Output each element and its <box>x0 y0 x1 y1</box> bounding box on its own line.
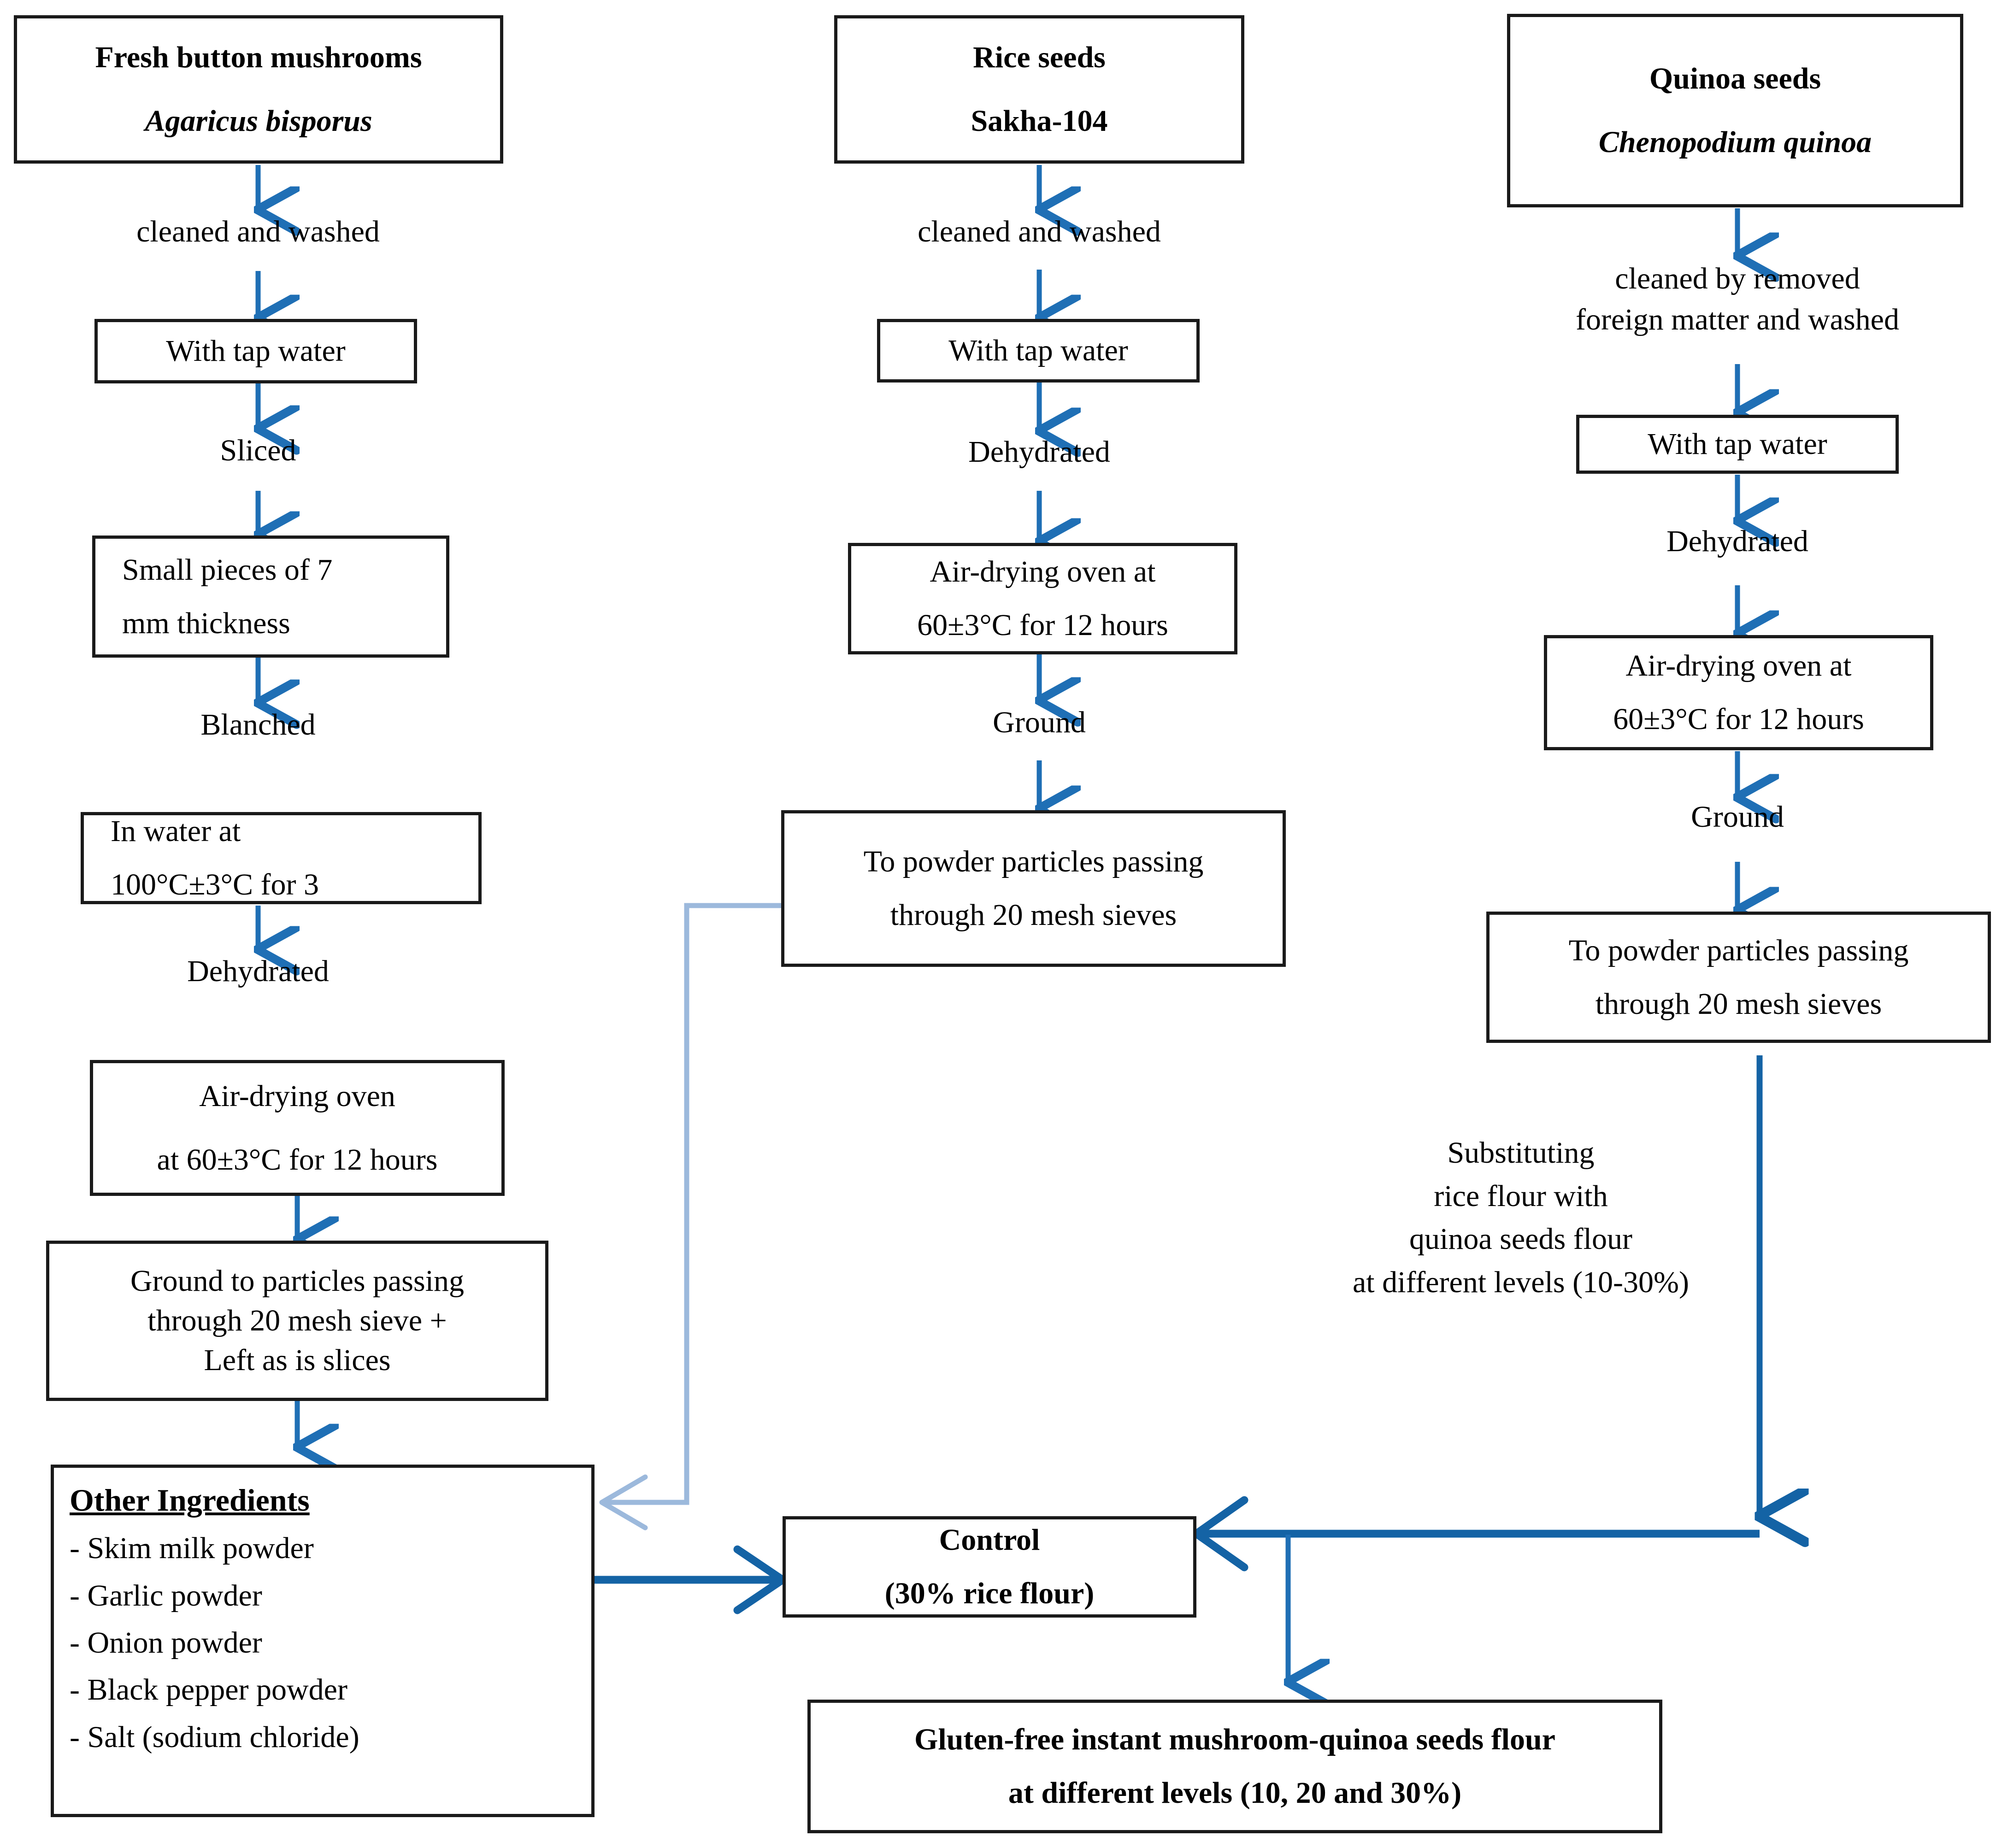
source-rice-name: Rice seeds <box>973 41 1106 75</box>
step-box-rice-powder-line1: To powder particles passing <box>863 845 1204 879</box>
step-label-quinoa-ground: Ground <box>1691 800 1784 834</box>
step-box-quinoa-powder[interactable]: To powder particles passing through 20 m… <box>1486 912 1991 1043</box>
step-box-mushroom-pieces-line2: mm thickness <box>122 606 290 640</box>
control-box[interactable]: Control (30% rice flour) <box>783 1516 1196 1618</box>
step-label-rice-cleaned: cleaned and washed <box>918 215 1161 248</box>
step-box-mushroom-oven[interactable]: Air-drying oven at 60±3°C for 12 hours <box>90 1060 505 1196</box>
step-label-mushroom-cleaned: cleaned and washed <box>136 215 380 248</box>
step-box-mushroom-blanch-line2: 100°C±3°C for 3 <box>111 868 319 901</box>
step-box-quinoa-oven[interactable]: Air-drying oven at 60±3°C for 12 hours <box>1544 635 1933 750</box>
step-box-mushroom-oven-line2: at 60±3°C for 12 hours <box>157 1142 438 1177</box>
step-label-mushroom-blanched: Blanched <box>200 708 316 742</box>
source-rice-variety: Sakha-104 <box>971 104 1108 138</box>
step-box-mushroom-pieces-line1: Small pieces of 7 <box>122 553 333 587</box>
ingredient-item-2: - Garlic powder <box>70 1578 262 1613</box>
step-box-mushroom-tap-water-label: With tap water <box>166 334 346 368</box>
step-box-quinoa-tap-water-label: With tap water <box>1648 427 1827 461</box>
rice-to-other-ingredients-connector <box>599 903 781 1530</box>
step-box-quinoa-tap-water[interactable]: With tap water <box>1576 415 1899 474</box>
step-label-rice-ground: Ground <box>993 706 1086 739</box>
step-box-mushroom-ground-line2: through 20 mesh sieve + <box>147 1304 447 1338</box>
edge-note-substituting: Substituting rice flour with quinoa seed… <box>1353 1136 1689 1300</box>
step-box-mushroom-ground-line1: Ground to particles passing <box>130 1264 465 1298</box>
step-label-quinoa-dehydrated: Dehydrated <box>1666 524 1808 558</box>
step-box-mushroom-tap-water[interactable]: With tap water <box>94 319 417 383</box>
ingredient-item-3: - Onion powder <box>70 1625 262 1660</box>
step-box-rice-powder-line2: through 20 mesh sieves <box>890 898 1177 932</box>
step-box-rice-powder[interactable]: To powder particles passing through 20 m… <box>781 810 1286 967</box>
final-product-line2: at different levels (10, 20 and 30%) <box>1008 1776 1462 1810</box>
source-quinoa-common-name: Quinoa seeds <box>1649 62 1821 96</box>
final-product-line1: Gluten-free instant mushroom-quinoa seed… <box>914 1723 1555 1757</box>
source-box-rice[interactable]: Rice seeds Sakha-104 <box>834 15 1244 164</box>
step-box-mushroom-blanch-line1: In water at <box>111 814 241 848</box>
step-box-rice-tap-water[interactable]: With tap water <box>877 319 1200 383</box>
step-box-quinoa-powder-line2: through 20 mesh sieves <box>1595 987 1882 1021</box>
final-product-box[interactable]: Gluten-free instant mushroom-quinoa seed… <box>807 1700 1662 1833</box>
step-box-mushroom-ground[interactable]: Ground to particles passing through 20 m… <box>46 1241 548 1401</box>
ingredient-item-4: - Black pepper powder <box>70 1673 347 1707</box>
source-box-mushroom[interactable]: Fresh button mushrooms Agaricus bisporus <box>14 15 503 164</box>
source-mushroom-common-name: Fresh button mushrooms <box>95 41 422 75</box>
ingredients-to-control-connector <box>592 1545 787 1614</box>
step-box-quinoa-powder-line1: To powder particles passing <box>1568 933 1909 967</box>
source-quinoa-scientific-name: Chenopodium quinoa <box>1598 125 1872 159</box>
step-label-mushroom-sliced: Sliced <box>220 434 296 467</box>
step-label-mushroom-dehydrated: Dehydrated <box>187 954 329 988</box>
step-box-rice-tap-water-label: With tap water <box>948 334 1128 368</box>
step-box-mushroom-ground-line3: Left as is slices <box>204 1343 391 1377</box>
other-ingredients-heading: Other Ingredients <box>70 1483 310 1518</box>
step-box-rice-oven-line2: 60±3°C for 12 hours <box>917 608 1168 642</box>
step-label-rice-dehydrated: Dehydrated <box>968 435 1110 469</box>
control-box-line2: (30% rice flour) <box>884 1577 1095 1610</box>
ingredient-item-5: - Salt (sodium chloride) <box>70 1720 359 1754</box>
step-box-mushroom-blanch-water[interactable]: In water at 100°C±3°C for 3 <box>81 812 482 904</box>
step-box-mushroom-oven-line1: Air-drying oven <box>199 1079 395 1113</box>
step-box-rice-oven-line1: Air-drying oven at <box>930 555 1156 589</box>
control-box-line1: Control <box>939 1523 1040 1557</box>
ingredient-item-1: - Skim milk powder <box>70 1531 314 1566</box>
step-label-quinoa-cleaned: cleaned by removed foreign matter and wa… <box>1576 262 1899 337</box>
step-box-mushroom-pieces[interactable]: Small pieces of 7 mm thickness <box>92 536 449 658</box>
source-mushroom-scientific-name: Agaricus bisporus <box>145 104 372 138</box>
step-box-quinoa-oven-line2: 60±3°C for 12 hours <box>1613 702 1864 736</box>
other-ingredients-box[interactable]: Other Ingredients - Skim milk powder - G… <box>51 1465 595 1817</box>
step-box-quinoa-oven-line1: Air-drying oven at <box>1625 649 1852 683</box>
source-box-quinoa[interactable]: Quinoa seeds Chenopodium quinoa <box>1507 14 1963 207</box>
step-box-rice-oven[interactable]: Air-drying oven at 60±3°C for 12 hours <box>848 543 1237 654</box>
